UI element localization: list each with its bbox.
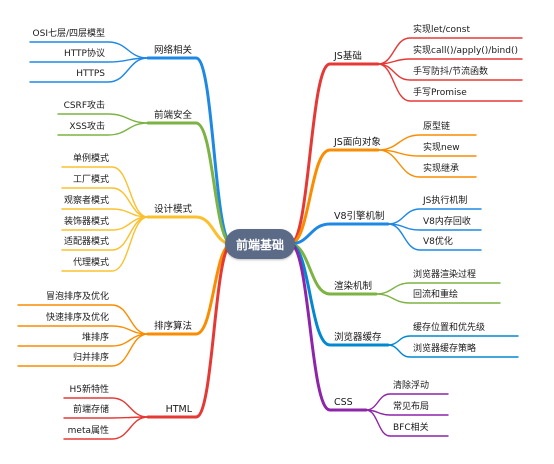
leaf-connector-v8-2 — [387, 223, 482, 251]
category-net[interactable]: 网络相关 — [153, 45, 192, 56]
category-sort[interactable]: 排序算法 — [153, 321, 192, 332]
branch-connector-js — [288, 62, 380, 246]
leaf-render-1[interactable]: 回流和重绘 — [413, 290, 459, 300]
leaf-connector-pattern-0 — [61, 166, 149, 218]
branch-connector-css — [288, 242, 368, 412]
leaf-render-0[interactable]: 浏览器渲染过程 — [413, 270, 477, 280]
category-render[interactable]: 渲染机制 — [334, 281, 373, 292]
leaf-css-2[interactable]: BFC相关 — [393, 423, 429, 433]
leaf-net-2[interactable]: HTTPS — [76, 69, 105, 79]
category-oop[interactable]: JS面向对象 — [334, 137, 381, 148]
category-v8[interactable]: V8引擎机制 — [334, 211, 385, 222]
leaf-pattern-4[interactable]: 适配器模式 — [63, 237, 109, 247]
leaf-connector-css-0 — [365, 393, 449, 411]
leaf-js-1[interactable]: 实现call()/apply()/bind() — [413, 46, 518, 56]
root-node[interactable]: 前端基础 — [225, 229, 295, 259]
leaf-sort-0[interactable]: 冒泡排序及优化 — [45, 292, 109, 302]
leaf-connector-oop-0 — [377, 134, 477, 151]
category-sec[interactable]: 前端安全 — [153, 110, 192, 121]
leaf-net-0[interactable]: OSI七层/四层模型 — [32, 29, 105, 39]
leaf-connector-net-2 — [29, 57, 149, 83]
leaf-sort-3[interactable]: 归并排序 — [72, 353, 109, 363]
leaf-connector-html-1 — [63, 416, 149, 419]
leaf-pattern-5[interactable]: 代理模式 — [72, 258, 109, 268]
leaf-oop-2[interactable]: 实现继承 — [423, 164, 460, 174]
leaf-connector-sort-3 — [17, 333, 149, 367]
category-js[interactable]: JS基础 — [334, 51, 362, 62]
branch-connector-v8 — [288, 222, 390, 246]
leaf-js-0[interactable]: 实现let/const — [413, 25, 470, 35]
leaf-sort-2[interactable]: 堆排序 — [81, 333, 109, 343]
leaf-connector-js-1 — [377, 58, 523, 65]
branch-connector-sec — [146, 121, 234, 246]
leaf-cache-0[interactable]: 缓存位置和优先级 — [413, 323, 486, 333]
leaf-connector-render-1 — [375, 293, 501, 304]
category-pattern[interactable]: 设计模式 — [153, 204, 192, 215]
leaf-v8-2[interactable]: V8优化 — [423, 237, 453, 247]
leaf-connector-sec-1 — [57, 122, 149, 136]
leaf-connector-render-0 — [375, 282, 501, 295]
leaf-connector-net-0 — [29, 41, 149, 59]
leaf-pattern-3[interactable]: 装饰器模式 — [63, 217, 109, 227]
leaf-sort-1[interactable]: 快速排序及优化 — [45, 313, 109, 323]
branch-connector-html — [146, 242, 234, 419]
leaf-html-0[interactable]: H5新特性 — [69, 385, 110, 395]
leaf-pattern-2[interactable]: 观察者模式 — [63, 196, 109, 206]
category-css[interactable]: CSS — [334, 397, 353, 408]
leaf-connector-v8-0 — [387, 208, 482, 225]
leaf-connector-js-3 — [377, 63, 523, 102]
leaf-connector-pattern-5 — [61, 216, 149, 272]
leaf-pattern-1[interactable]: 工厂模式 — [72, 175, 109, 185]
leaf-connector-js-0 — [377, 37, 523, 65]
leaf-css-0[interactable]: 清除浮动 — [393, 381, 430, 391]
leaf-connector-css-2 — [365, 409, 449, 437]
leaf-oop-0[interactable]: 原型链 — [423, 122, 451, 132]
leaf-connector-html-0 — [63, 397, 149, 418]
leaf-js-3[interactable]: 手写Promise — [413, 88, 467, 98]
leaf-connector-cache-1 — [387, 344, 519, 358]
category-cache[interactable]: 浏览器缓存 — [334, 332, 382, 343]
leaf-v8-0[interactable]: JS执行机制 — [423, 196, 468, 206]
leaf-sec-1[interactable]: XSS攻击 — [69, 122, 105, 132]
leaf-css-1[interactable]: 常见布局 — [393, 402, 430, 412]
leaf-connector-oop-2 — [377, 149, 477, 178]
leaf-cache-1[interactable]: 浏览器缓存策略 — [413, 344, 477, 354]
leaf-oop-1[interactable]: 实现new — [423, 143, 460, 153]
branch-connector-oop — [288, 148, 380, 246]
leaf-connector-cache-0 — [387, 335, 519, 346]
leaf-connector-html-2 — [63, 416, 149, 440]
leaf-sec-0[interactable]: CSRF攻击 — [63, 101, 105, 111]
leaf-html-2[interactable]: meta属性 — [67, 426, 109, 436]
leaf-net-1[interactable]: HTTP协议 — [63, 49, 105, 59]
category-html[interactable]: HTML — [165, 404, 192, 415]
leaf-pattern-0[interactable]: 单例模式 — [72, 154, 109, 164]
leaf-v8-1[interactable]: V8内存回收 — [423, 217, 471, 227]
leaf-js-2[interactable]: 手写防抖/节流函数 — [413, 67, 489, 77]
leaf-html-1[interactable]: 前端存储 — [72, 405, 109, 415]
